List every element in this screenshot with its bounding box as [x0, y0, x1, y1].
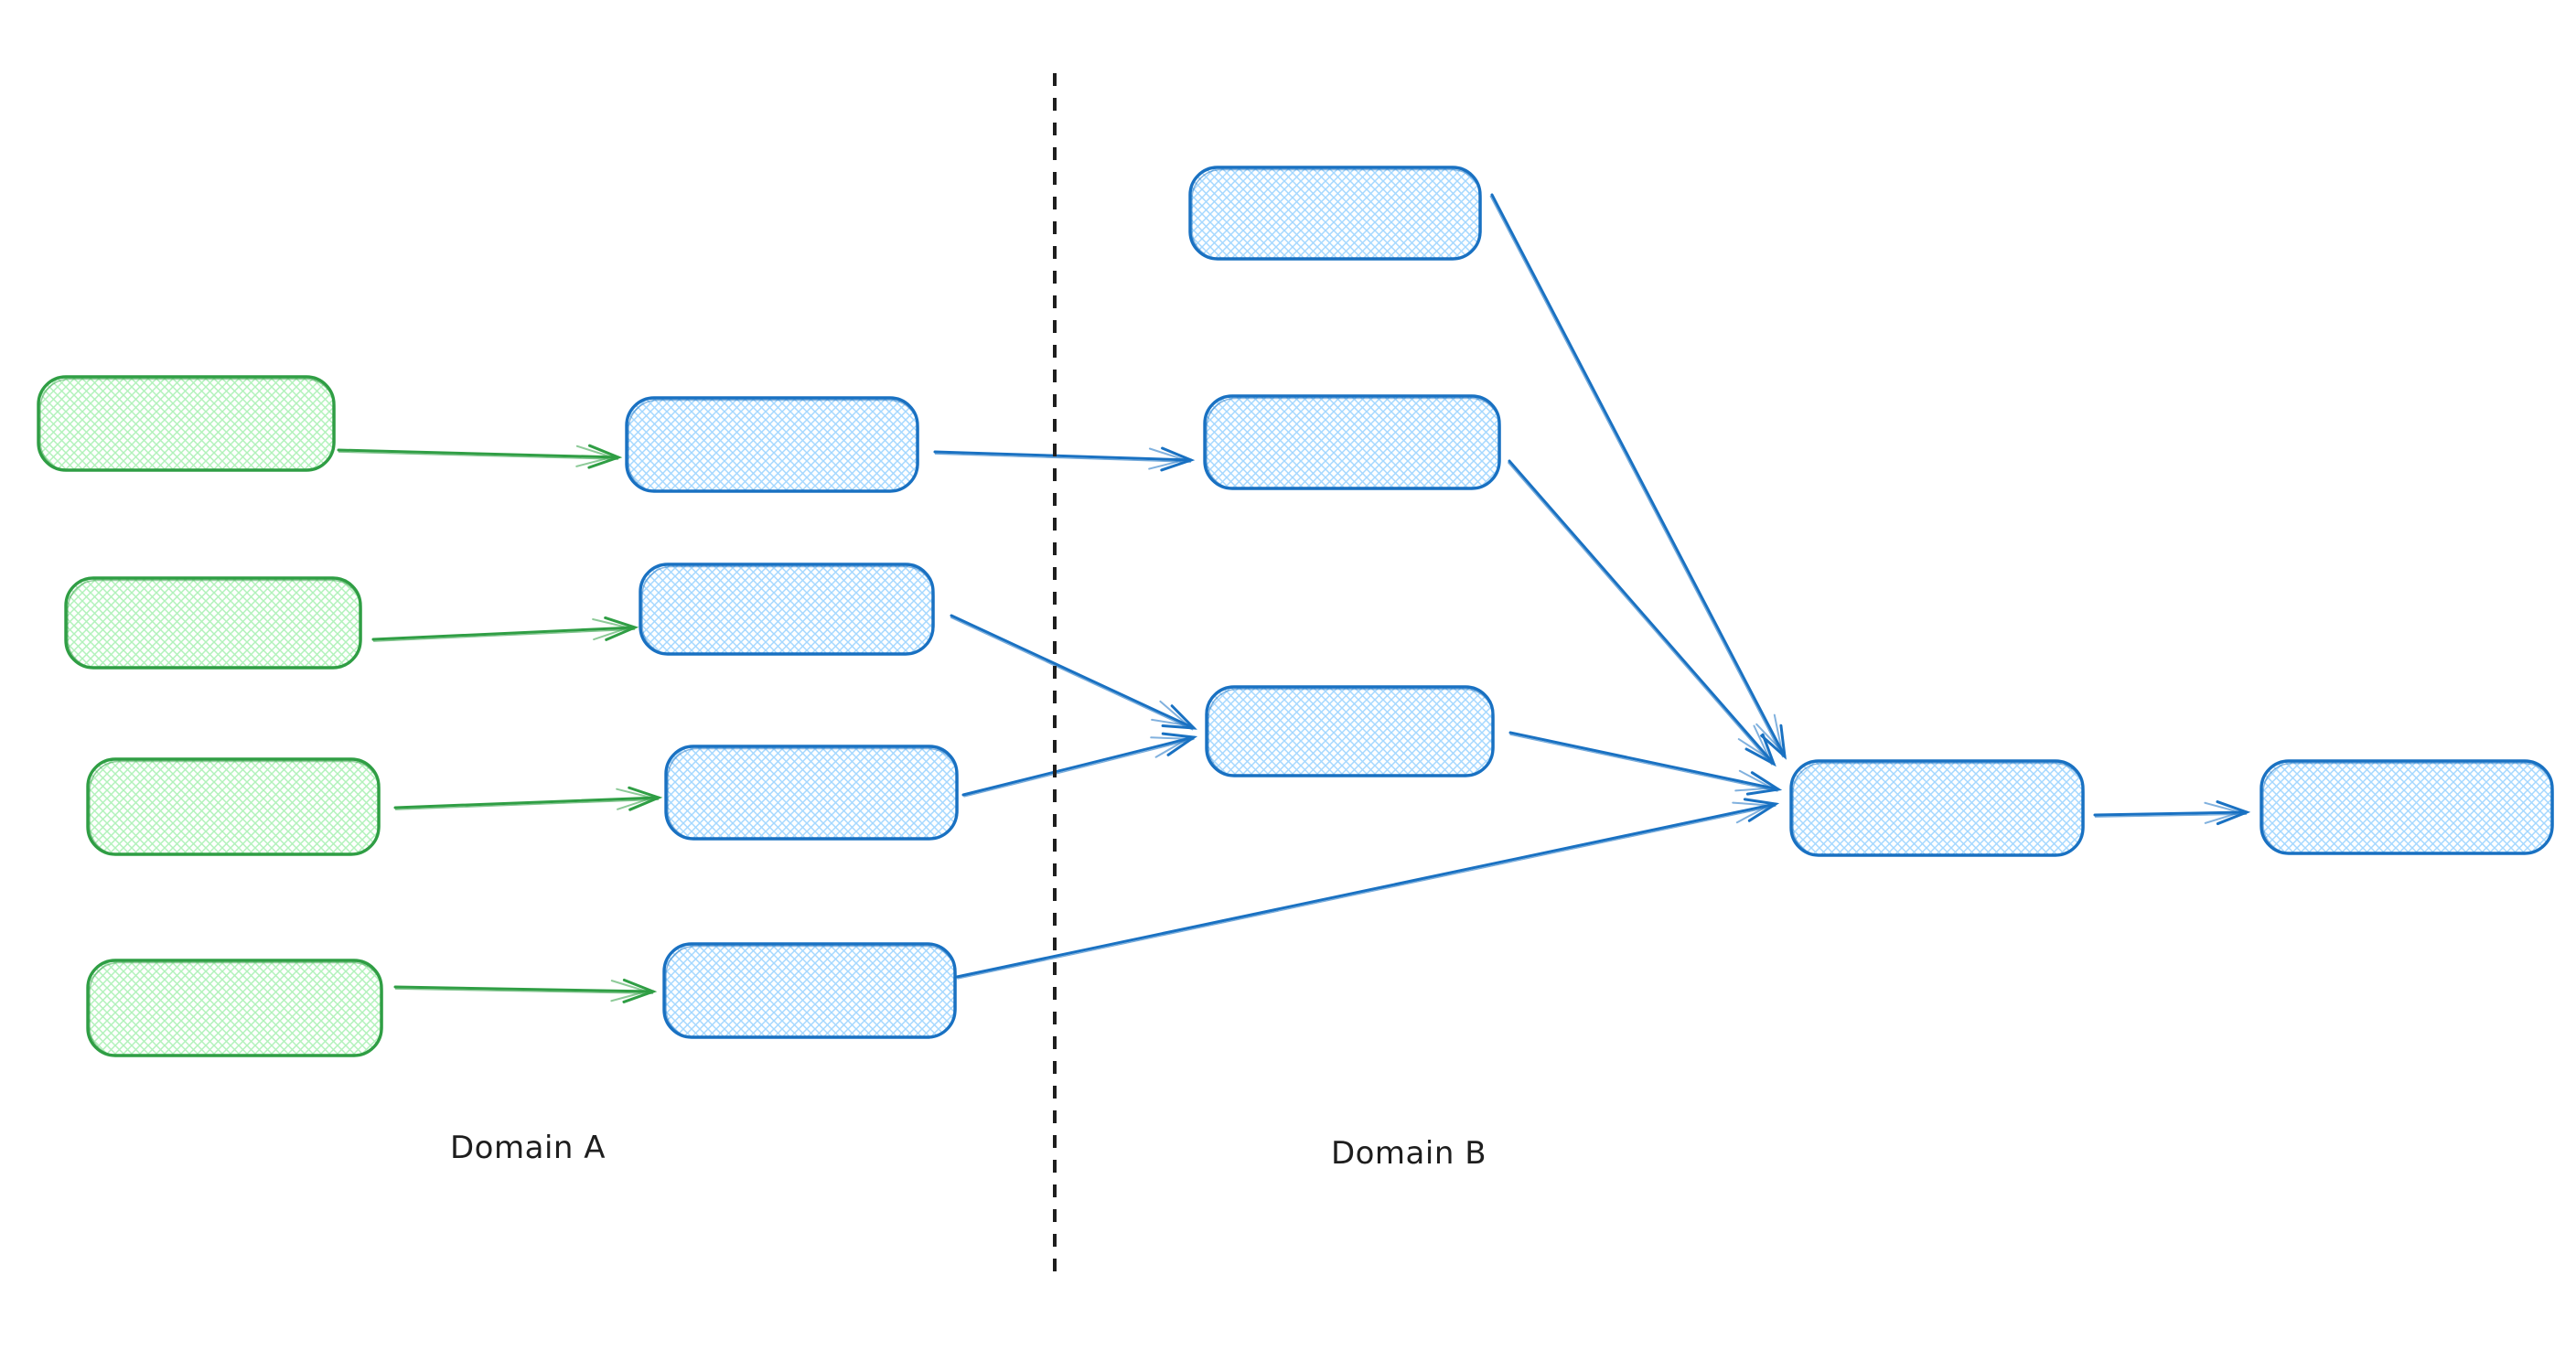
edge-b2-merge[interactable]	[1507, 459, 1776, 767]
edge-merge-out[interactable]	[2093, 800, 2251, 826]
node-blue-b2[interactable]	[1203, 394, 1501, 490]
node-blue-a3[interactable]	[664, 745, 959, 841]
edge-a3-b3[interactable]	[961, 732, 1198, 798]
node-green-2[interactable]	[64, 576, 362, 670]
node-green-1[interactable]	[37, 375, 336, 472]
edge-a4-merge[interactable]	[955, 798, 1780, 980]
nodes-layer	[37, 166, 2554, 1057]
edge-g3-a3[interactable]	[393, 786, 663, 811]
domain-b-label[interactable]: Domain B	[1331, 1135, 1487, 1172]
edge-a1-b2[interactable]	[933, 446, 1196, 472]
edge-b1-merge[interactable]	[1489, 193, 1787, 760]
edge-g1-a1[interactable]	[337, 444, 623, 469]
node-blue-merge[interactable]	[1789, 759, 2085, 857]
node-blue-a1[interactable]	[625, 396, 919, 493]
node-green-3[interactable]	[86, 757, 381, 856]
edge-g4-a4[interactable]	[393, 978, 658, 1003]
node-blue-b1[interactable]	[1188, 166, 1482, 261]
node-blue-a4[interactable]	[662, 942, 957, 1039]
edge-b3-merge[interactable]	[1508, 731, 1783, 796]
domain-a-label[interactable]: Domain A	[450, 1130, 606, 1166]
node-blue-a2[interactable]	[639, 563, 935, 656]
node-blue-b3[interactable]	[1205, 685, 1495, 777]
node-blue-output[interactable]	[2259, 759, 2554, 855]
edge-g2-a2[interactable]	[371, 616, 639, 642]
edge-a2-b3[interactable]	[950, 614, 1197, 731]
edges-layer	[337, 193, 2251, 1003]
node-green-4[interactable]	[86, 959, 383, 1057]
